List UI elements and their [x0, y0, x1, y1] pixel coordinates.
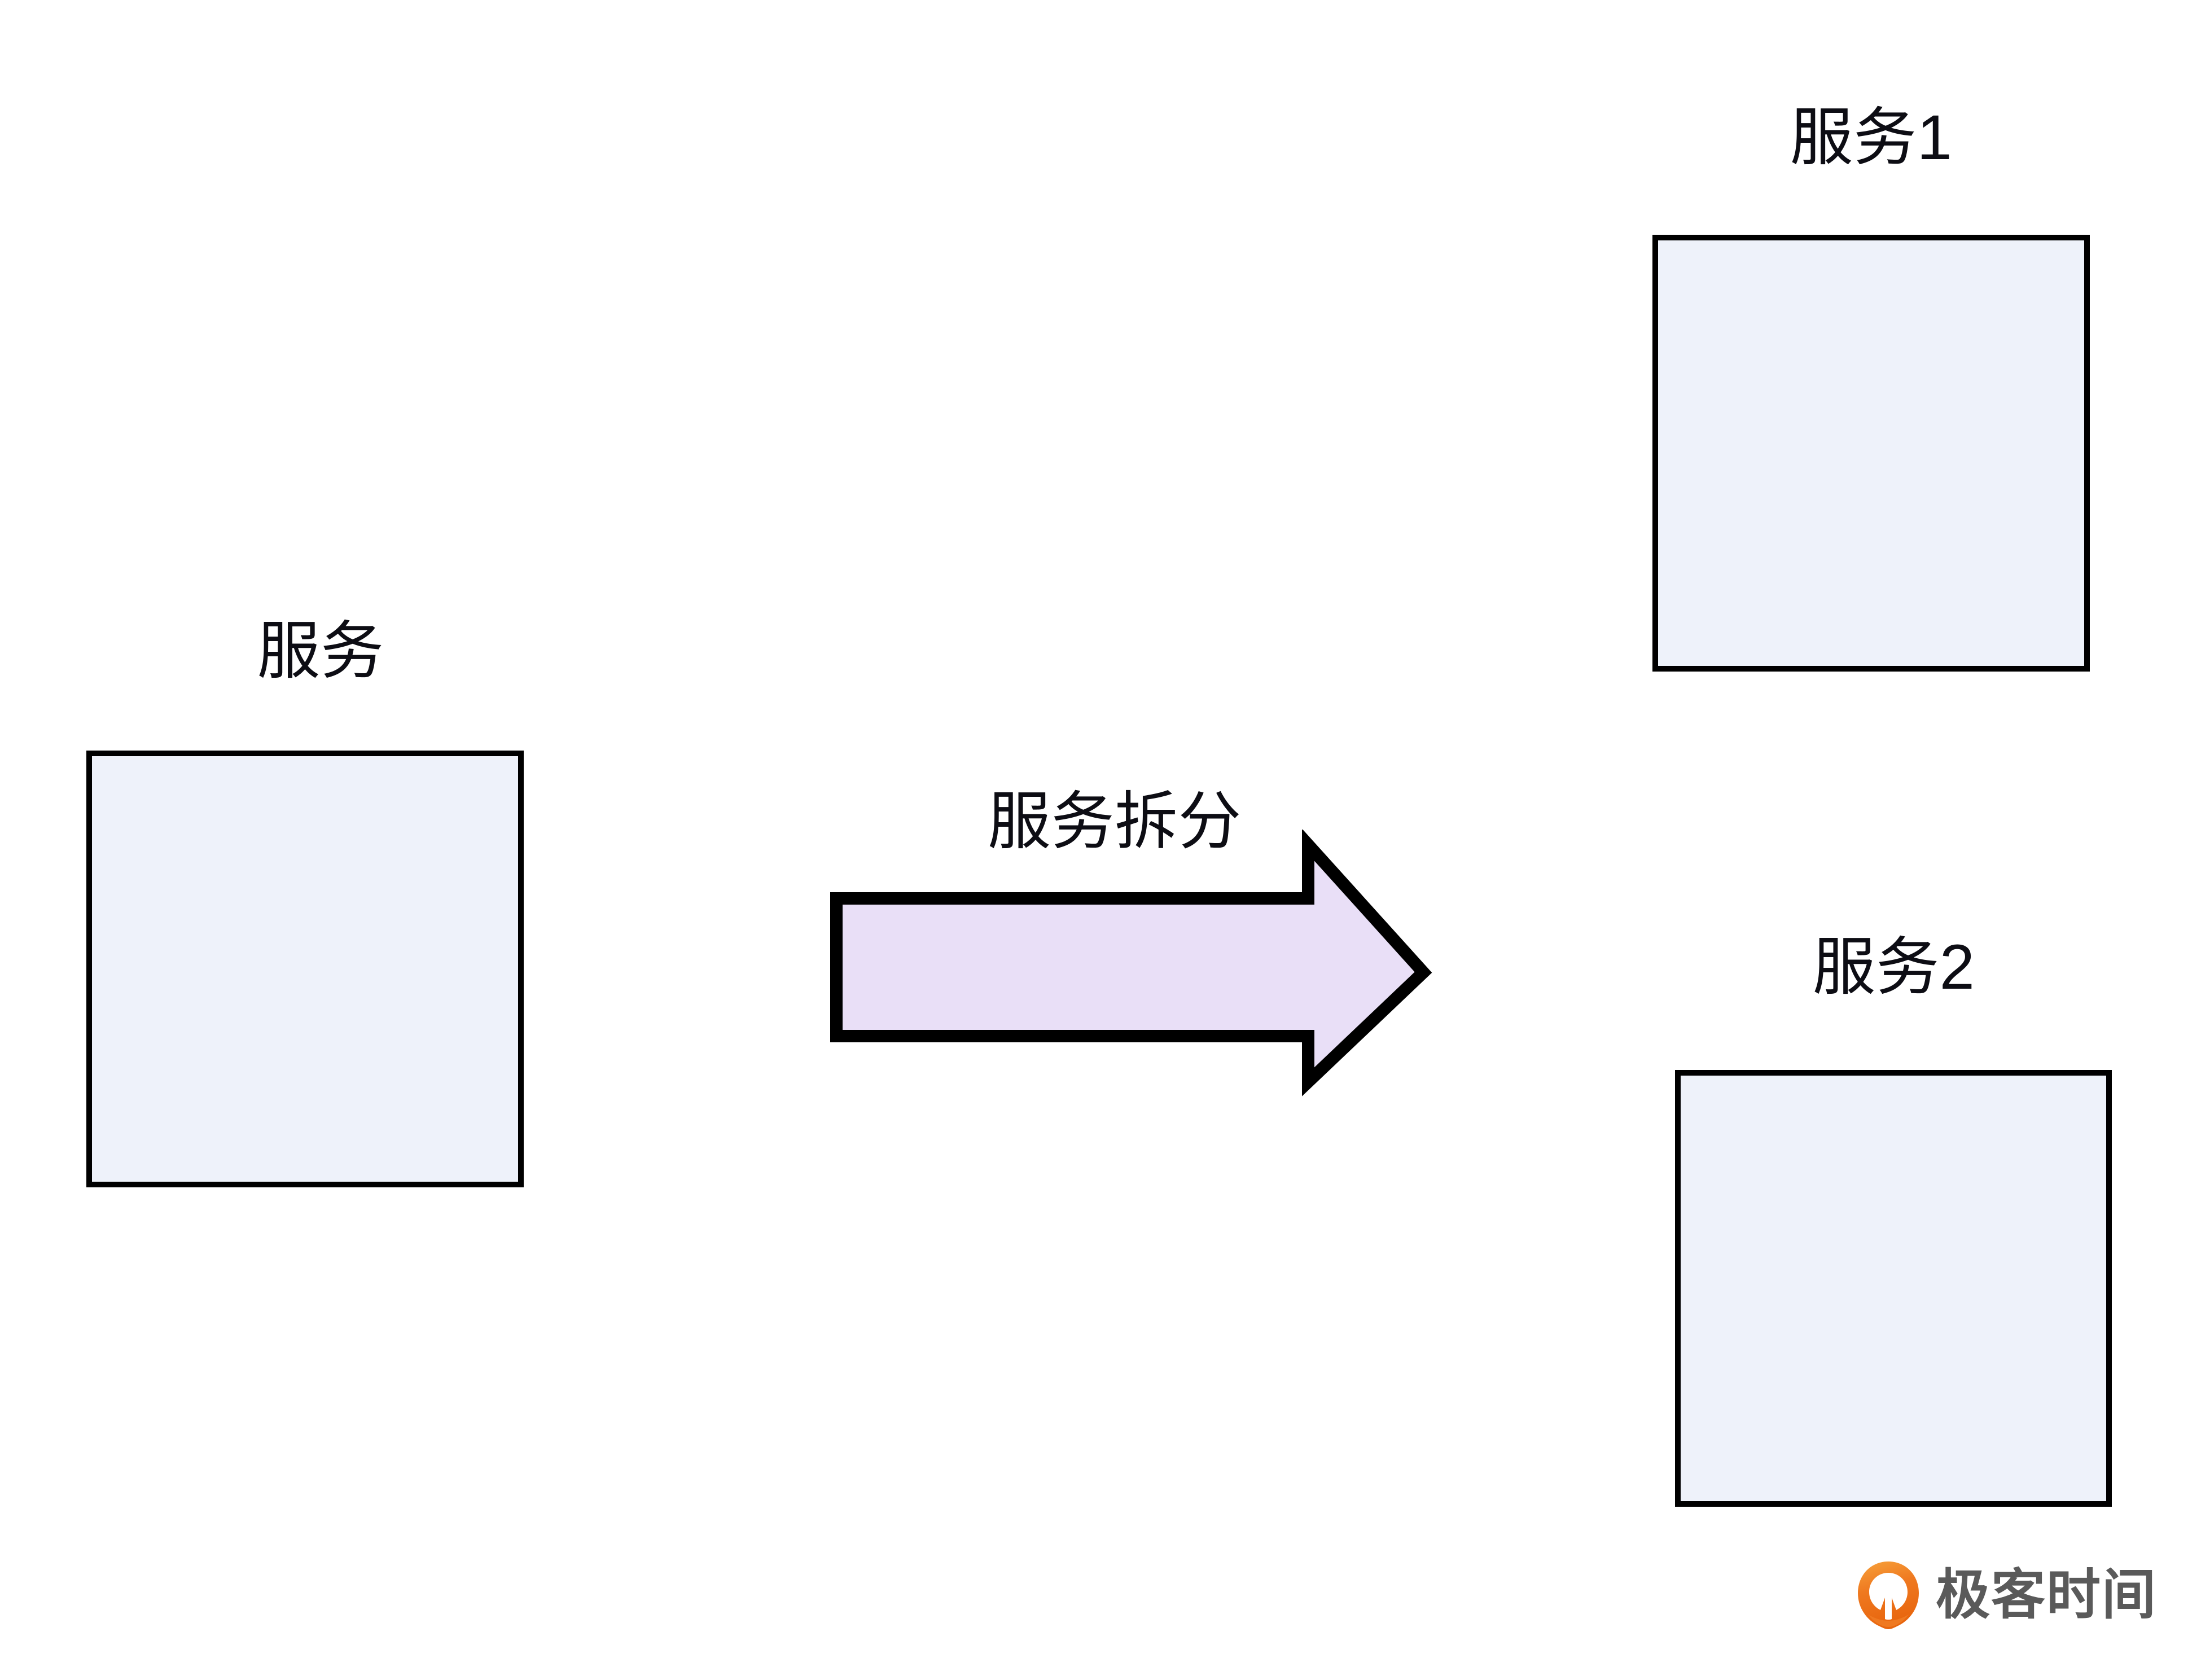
watermark-brand-text: 极客时间	[1936, 1565, 2157, 1625]
arrow-label-service-split: 服务拆分	[988, 786, 1242, 857]
logo-smile	[1868, 1615, 1909, 1627]
node-box-service-2	[1675, 1070, 2112, 1507]
node-label-service-2: 服务2	[1812, 932, 1975, 1002]
logo-inner	[1869, 1573, 1908, 1620]
watermark: 极客时间	[1856, 1559, 2157, 1632]
node-label-service-1: 服务1	[1790, 102, 1953, 173]
geektime-logo-icon	[1858, 1561, 1919, 1629]
split-arrow	[824, 830, 1439, 1100]
arrow-shape	[830, 830, 1432, 1096]
node-box-service-1	[1652, 235, 2090, 672]
node-label-service: 服务	[257, 616, 384, 686]
node-box-service	[86, 751, 524, 1187]
right-arrow-icon	[830, 830, 1432, 1096]
